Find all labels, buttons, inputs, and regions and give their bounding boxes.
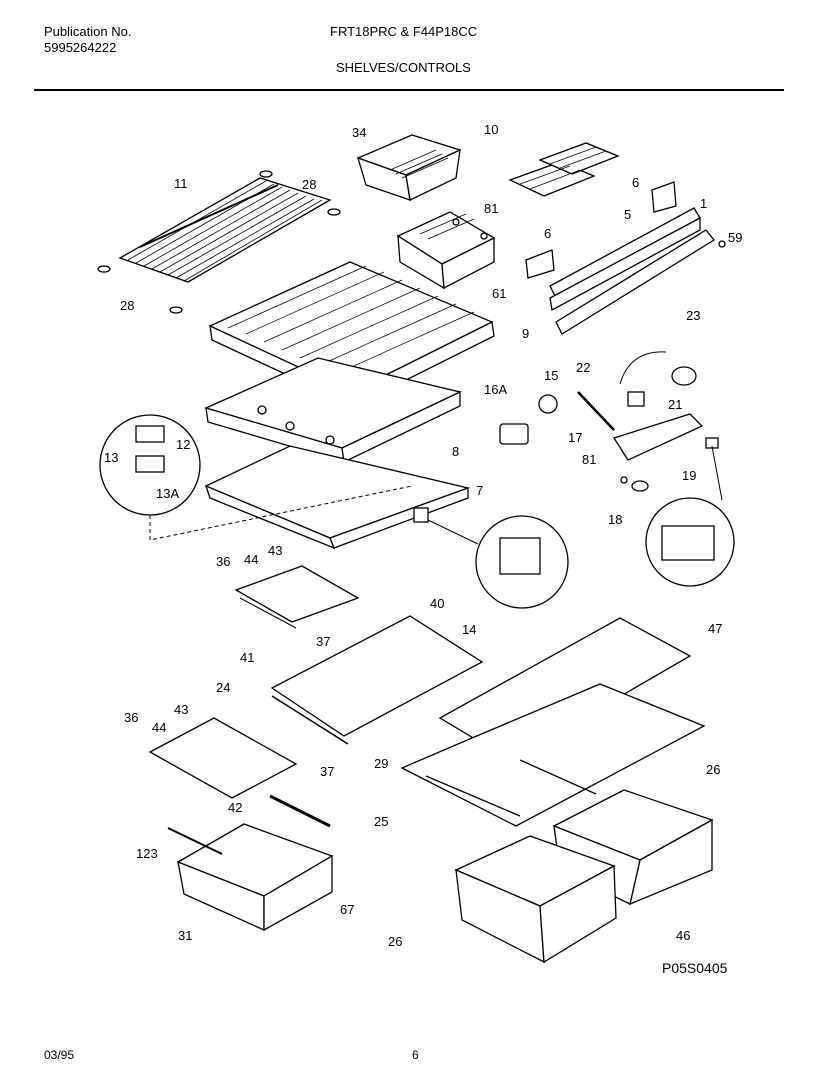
part-label-9: 9: [522, 326, 530, 341]
part-label-44: 44: [152, 720, 167, 735]
part-label-43: 43: [268, 543, 283, 558]
detail-leader: [149, 485, 413, 541]
shelf-cap-28: [259, 170, 273, 178]
part-label-25: 25: [374, 814, 389, 829]
part-label-26: 26: [706, 762, 721, 777]
switch-detail-19: [661, 525, 715, 561]
knob-18: [631, 480, 649, 492]
capillary-tube: [619, 351, 667, 385]
part-label-44: 44: [244, 552, 259, 567]
part-label-18: 18: [608, 512, 623, 527]
drawer-31: [176, 823, 334, 932]
part-label-28: 28: [302, 177, 317, 192]
part-label-59: 59: [728, 230, 743, 245]
part-label-6: 6: [632, 175, 640, 190]
light-bulb-15: [538, 394, 558, 414]
trim-strip-5: [549, 207, 701, 312]
part-label-6: 6: [544, 226, 552, 241]
footer-date: 03/95: [44, 1048, 75, 1062]
header-divider: [34, 89, 784, 91]
part-label-34: 34: [352, 125, 367, 140]
control-housing-61: [396, 211, 496, 290]
ice-trays-10: [508, 142, 620, 197]
part-label-43: 43: [174, 702, 189, 717]
figure-code: P05S0405: [662, 960, 728, 976]
light-housing-14: [499, 537, 541, 575]
bracket-6: [525, 249, 555, 279]
trim-part-12: [135, 425, 165, 443]
crisper-cover-frame-25: [400, 683, 706, 827]
part-label-24: 24: [216, 680, 231, 695]
part-label-10: 10: [484, 122, 499, 137]
part-label-8: 8: [452, 444, 460, 459]
part-label-23: 23: [686, 308, 701, 323]
seal-42: [269, 794, 331, 828]
part-label-14: 14: [462, 622, 477, 637]
part-label-46: 46: [676, 928, 691, 943]
screw-59: [718, 240, 726, 248]
publication-number: 5995264222: [44, 40, 117, 55]
part-label-13A: 13A: [156, 486, 180, 501]
part-label-37: 37: [316, 634, 331, 649]
cover-7: [204, 445, 471, 550]
light-shield-17: [612, 413, 704, 461]
part-label-17: 17: [568, 430, 583, 445]
wire-shelf-11: [118, 177, 332, 283]
shelf-cap-28: [169, 306, 183, 314]
part-label-11: 11: [174, 176, 188, 191]
glass-shelf-40: [270, 615, 484, 737]
part-label-12: 12: [176, 437, 191, 452]
part-label-41: 41: [240, 650, 255, 665]
part-label-1: 1: [700, 196, 708, 211]
clip-21: [627, 391, 645, 407]
part-label-22: 22: [576, 360, 591, 375]
model-numbers: FRT18PRC & F44P18CC: [330, 24, 478, 39]
part-label-7: 7: [476, 483, 484, 498]
rail-123: [167, 827, 223, 855]
part-label-21: 21: [668, 397, 683, 412]
trim-strip-1: [555, 229, 715, 335]
footer-page-number: 6: [412, 1048, 419, 1062]
shelf-frame-8: [204, 357, 462, 463]
part-label-123: 123: [136, 846, 158, 861]
part-label-47: 47: [708, 621, 723, 636]
rod-22: [577, 391, 615, 431]
part-label-36: 36: [124, 710, 139, 725]
half-shelf-43: [234, 565, 360, 623]
shelf-cap-28: [97, 265, 111, 273]
part-label-31: 31: [178, 928, 193, 943]
part-label-19: 19: [682, 468, 697, 483]
part-label-26: 26: [388, 934, 403, 949]
part-label-5: 5: [624, 207, 632, 222]
socket-16A: [499, 423, 529, 445]
part-label-36: 36: [216, 554, 231, 569]
part-label-81: 81: [582, 452, 597, 467]
part-label-15: 15: [544, 368, 559, 383]
part-label-29: 29: [374, 756, 389, 771]
half-shelf-43: [148, 717, 298, 799]
part-label-67: 67: [340, 902, 355, 917]
publication-label: Publication No.: [44, 24, 132, 39]
part-label-13: 13: [104, 450, 119, 465]
part-label-42: 42: [228, 800, 243, 815]
crisper-drawer-26: [454, 835, 617, 964]
screw-81: [620, 476, 628, 484]
part-label-37: 37: [320, 764, 335, 779]
part-label-16A: 16A: [484, 382, 508, 397]
shelf-cap-28: [327, 208, 341, 216]
thermostat-23: [671, 366, 697, 386]
connector: [413, 507, 429, 523]
part-label-61: 61: [492, 286, 507, 301]
trim-part-13A: [135, 455, 165, 473]
section-title: SHELVES/CONTROLS: [336, 60, 471, 75]
crisper-tray-34: [356, 134, 462, 201]
part-label-40: 40: [430, 596, 445, 611]
part-label-28: 28: [120, 298, 135, 313]
part-label-81: 81: [484, 201, 499, 216]
bracket-6: [651, 181, 677, 213]
